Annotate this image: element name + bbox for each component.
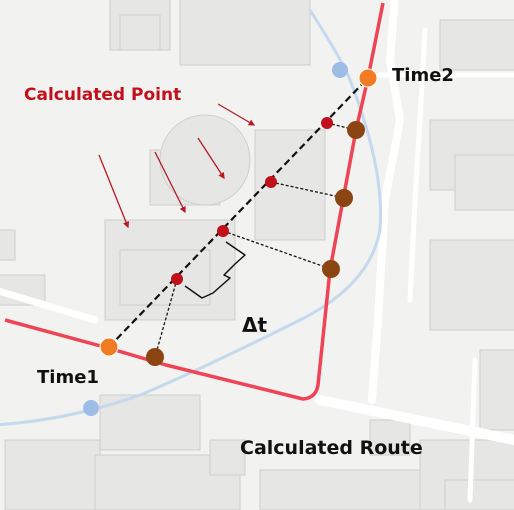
route-point[interactable] — [335, 189, 353, 207]
delta-t-bracket — [184, 241, 246, 299]
route-point[interactable] — [146, 348, 164, 366]
arrow — [98, 154, 130, 229]
building — [254, 129, 326, 241]
light-blue-point[interactable] — [332, 62, 348, 78]
building — [259, 469, 421, 510]
building — [369, 419, 411, 456]
arrow — [197, 137, 225, 180]
calculated-point-label: Calculated Point — [24, 85, 181, 105]
road — [467, 357, 478, 503]
time1-endpoint[interactable] — [99, 337, 119, 357]
arrow — [217, 103, 256, 126]
calculated-route-label: Calculated Route — [240, 437, 423, 459]
road — [315, 395, 514, 445]
calculated-point[interactable] — [265, 176, 277, 188]
time2-label: Time2 — [392, 65, 454, 86]
road — [368, 0, 405, 404]
calculated-point[interactable] — [321, 117, 333, 129]
building — [119, 249, 211, 306]
building — [429, 239, 514, 331]
calculated-point[interactable] — [217, 225, 229, 237]
time2-endpoint[interactable] — [358, 68, 378, 88]
building — [444, 479, 514, 510]
road — [0, 287, 99, 324]
delta-t-label: Δt — [242, 313, 267, 337]
arrow — [154, 151, 186, 214]
perpendicular-dashed-line — [270, 181, 345, 199]
perpendicular-dashed-line — [154, 278, 178, 358]
building — [119, 14, 161, 51]
building — [209, 439, 246, 476]
building — [479, 349, 514, 431]
building — [0, 229, 16, 261]
arrows-layer — [98, 103, 256, 229]
route-point[interactable] — [347, 121, 365, 139]
light-blue-path — [0, 9, 383, 427]
perpendicular-dashed-line — [222, 230, 332, 270]
round-building — [159, 114, 251, 206]
building — [179, 0, 311, 66]
building — [439, 19, 514, 71]
light-blue-point[interactable] — [83, 400, 99, 416]
building — [454, 154, 514, 211]
calculated-point[interactable] — [171, 273, 183, 285]
time1-label: Time1 — [37, 367, 99, 388]
building — [4, 439, 101, 510]
route-point[interactable] — [322, 260, 340, 278]
